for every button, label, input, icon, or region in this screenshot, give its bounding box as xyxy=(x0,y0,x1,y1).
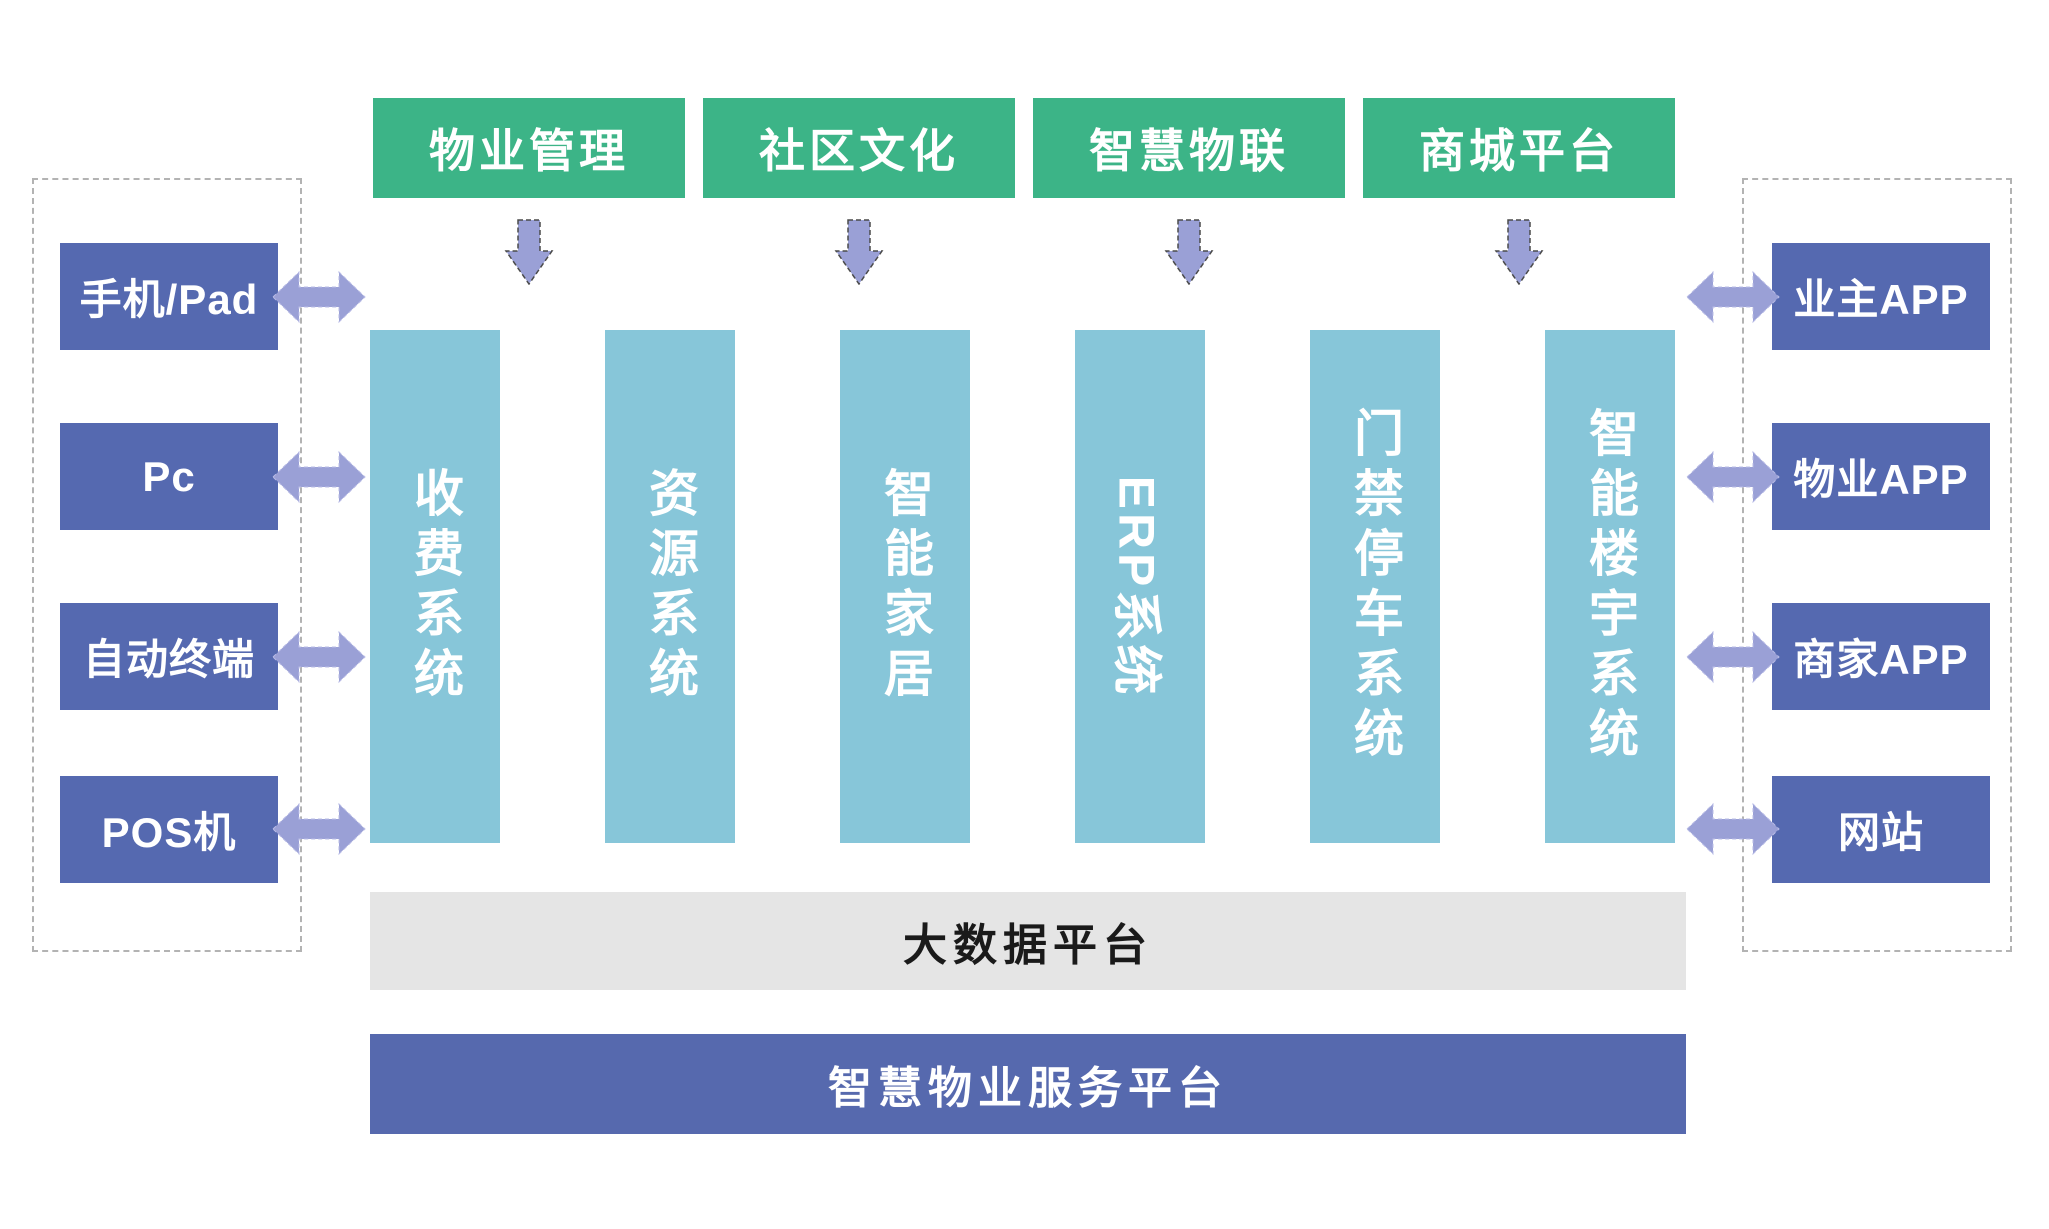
down-arrow-icon xyxy=(504,219,554,285)
module-box-0: 物业管理 xyxy=(373,98,685,198)
service-platform-bar: 智慧物业服务平台 xyxy=(370,1034,1686,1134)
app-box-3: 网站 xyxy=(1772,776,1990,883)
module-box-3: 商城平台 xyxy=(1363,98,1675,198)
double-arrow-icon xyxy=(272,802,366,856)
terminal-box-0: 手机/Pad xyxy=(60,243,278,350)
app-box-1: 物业APP xyxy=(1772,423,1990,530)
down-arrow-icon xyxy=(1494,219,1544,285)
left-terminals-region xyxy=(32,178,302,952)
system-bar-0: 收费系统 xyxy=(370,330,500,843)
right-apps-region xyxy=(1742,178,2012,952)
double-arrow-icon xyxy=(272,450,366,504)
left-link-arrow-2 xyxy=(272,629,366,685)
system-bar-label: 资源系统 xyxy=(642,466,698,707)
down-arrow-0 xyxy=(504,219,554,285)
double-arrow-icon xyxy=(1686,802,1780,856)
system-bar-4: 门禁停车系统 xyxy=(1310,330,1440,843)
app-box-0: 业主APP xyxy=(1772,243,1990,350)
system-bar-label: ERP系统 xyxy=(1108,475,1164,698)
system-bar-label: 收费系统 xyxy=(407,466,463,707)
right-link-arrow-0 xyxy=(1686,269,1780,325)
system-bar-5: 智能楼宇系统 xyxy=(1545,330,1675,843)
double-arrow-icon xyxy=(1686,270,1780,324)
terminal-box-3: POS机 xyxy=(60,776,278,883)
down-arrow-3 xyxy=(1494,219,1544,285)
double-arrow-icon xyxy=(272,630,366,684)
system-bar-3: ERP系统 xyxy=(1075,330,1205,843)
system-bar-2: 智能家居 xyxy=(840,330,970,843)
module-box-1: 社区文化 xyxy=(703,98,1015,198)
system-bar-label: 门禁停车系统 xyxy=(1347,406,1403,767)
right-link-arrow-2 xyxy=(1686,629,1780,685)
module-box-2: 智慧物联 xyxy=(1033,98,1345,198)
terminal-box-2: 自动终端 xyxy=(60,603,278,710)
down-arrow-icon xyxy=(1164,219,1214,285)
left-link-arrow-3 xyxy=(272,801,366,857)
system-bar-label: 智能楼宇系统 xyxy=(1582,406,1638,767)
system-bar-1: 资源系统 xyxy=(605,330,735,843)
app-box-2: 商家APP xyxy=(1772,603,1990,710)
bigdata-platform-bar: 大数据平台 xyxy=(370,892,1686,990)
double-arrow-icon xyxy=(1686,630,1780,684)
system-bar-label: 智能家居 xyxy=(877,466,933,707)
down-arrow-icon xyxy=(834,219,884,285)
down-arrow-1 xyxy=(834,219,884,285)
terminal-box-1: Pc xyxy=(60,423,278,530)
down-arrow-2 xyxy=(1164,219,1214,285)
left-link-arrow-1 xyxy=(272,449,366,505)
double-arrow-icon xyxy=(1686,450,1780,504)
double-arrow-icon xyxy=(272,270,366,324)
right-link-arrow-1 xyxy=(1686,449,1780,505)
left-link-arrow-0 xyxy=(272,269,366,325)
right-link-arrow-3 xyxy=(1686,801,1780,857)
